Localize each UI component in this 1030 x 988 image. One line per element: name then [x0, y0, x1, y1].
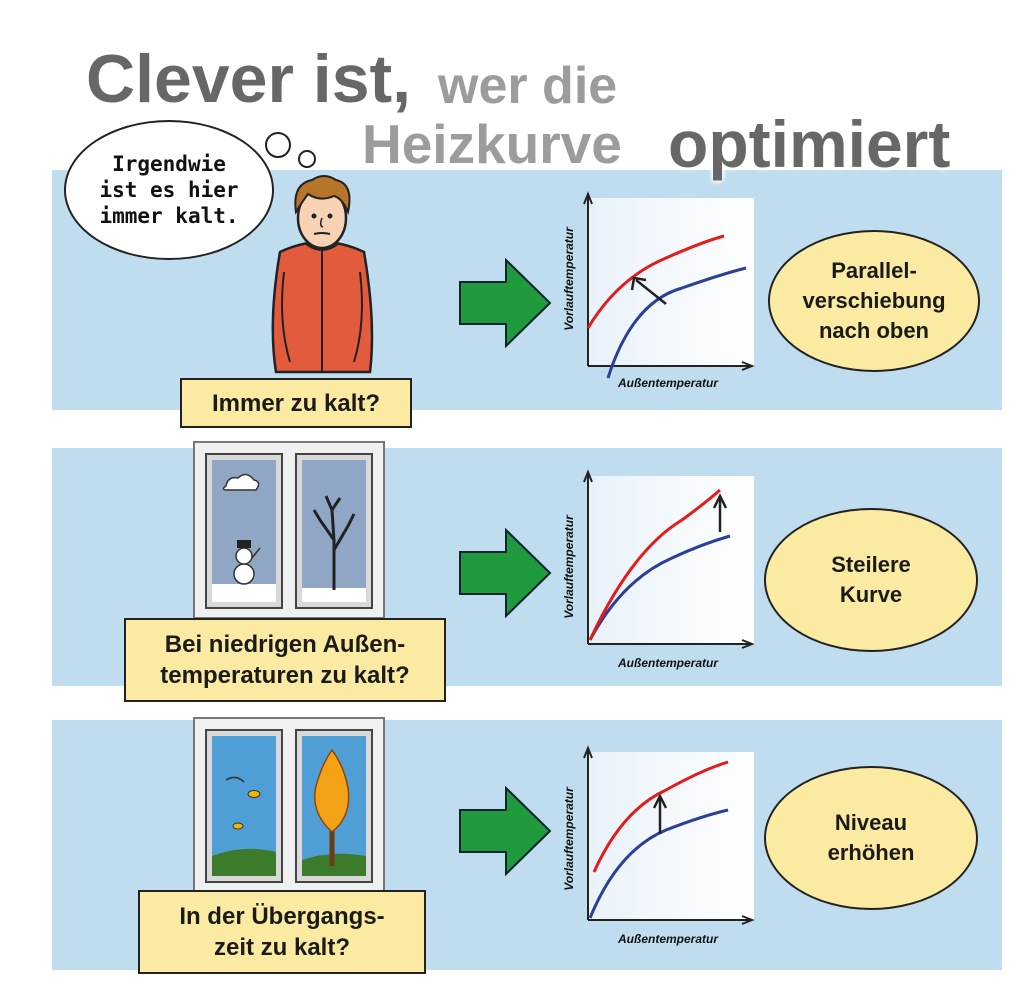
title-part-1: Clever ist,	[86, 41, 412, 117]
thought-bubble-text: Irgendwie ist es hier immer kalt.	[99, 152, 239, 228]
title-part-2: wer die	[438, 57, 618, 115]
row-3-caption: In der Übergangs- zeit zu kalt?	[138, 890, 426, 974]
row-1-result-text: Parallel- verschiebung nach oben	[802, 258, 946, 343]
row-1-caption: Immer zu kalt?	[180, 378, 412, 428]
person-in-red-jacket-icon	[271, 175, 374, 374]
row-3-result-text: Niveau erhöhen	[827, 810, 915, 865]
row-1-xlabel: Außentemperatur	[618, 376, 719, 390]
row-1-arrow-icon	[459, 257, 552, 349]
row-1-ylabel: Vorlauftemperatur	[562, 227, 576, 331]
row-2-arrow-icon	[459, 527, 552, 619]
row-2-ylabel: Vorlauftemperatur	[562, 515, 576, 619]
row-3-xlabel: Außentemperatur	[618, 932, 719, 946]
row-1-chart: Vorlauftemperatur Außentemperatur	[562, 191, 762, 398]
thought-dot-small	[298, 150, 316, 168]
winter-window-icon	[193, 441, 385, 619]
row-2-xlabel: Außentemperatur	[618, 656, 719, 670]
row-3-result-oval: Niveau erhöhen	[764, 766, 978, 910]
row-2-caption: Bei niedrigen Außen- temperaturen zu kal…	[124, 618, 446, 702]
row-3-chart: Vorlauftemperatur Außentemperatur	[562, 745, 762, 952]
title-part-4: optimiert	[668, 107, 951, 181]
row-2-result-text: Steilere Kurve	[831, 552, 911, 607]
thought-dot-large	[265, 132, 291, 158]
row-3-ylabel: Vorlauftemperatur	[562, 787, 576, 891]
title-part-3: Heizkurve	[362, 113, 622, 175]
row-3-arrow-icon	[459, 785, 552, 877]
row-2-chart: Vorlauftemperatur Außentemperatur	[562, 469, 762, 676]
row-2-result-oval: Steilere Kurve	[764, 508, 978, 652]
autumn-window-icon	[193, 717, 385, 893]
thought-bubble: Irgendwie ist es hier immer kalt.	[64, 120, 274, 260]
row-1-result-oval: Parallel- verschiebung nach oben	[768, 230, 980, 372]
